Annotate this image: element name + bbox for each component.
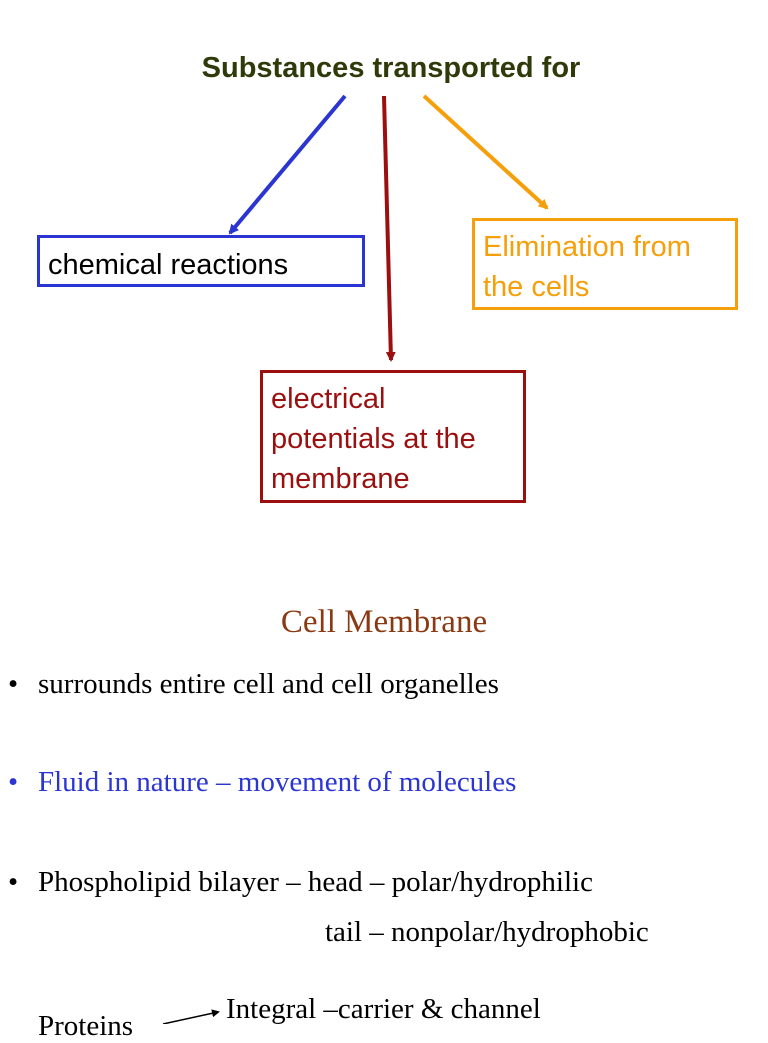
box-chemical-text: chemical reactions xyxy=(48,249,289,281)
arrow-proteins-integral xyxy=(162,1009,220,1024)
box-elimination-line-2: the cells xyxy=(483,271,590,303)
bullet-item-2: • Fluid in nature – movement of molecules xyxy=(8,766,516,799)
bullet-glyph: • xyxy=(8,766,19,798)
box-chemical-reactions: chemical reactions xyxy=(37,235,365,287)
arrow-to-electrical xyxy=(382,95,396,362)
bullet-text: Fluid in nature – movement of molecules xyxy=(38,766,517,798)
section-title: Cell Membrane xyxy=(280,604,488,640)
bullet-glyph: • xyxy=(8,668,19,700)
arrow-to-chemical xyxy=(228,94,347,235)
arrow-to-elimination xyxy=(422,94,549,210)
diagram-title: Substances transported for xyxy=(201,52,581,84)
box-elimination: Elimination from the cells xyxy=(472,218,738,310)
bullet-continuation: tail – nonpolar/hydrophobic xyxy=(325,916,649,948)
proteins-integral: Integral –carrier & channel xyxy=(226,993,541,1025)
bullet-text: surrounds entire cell and cell organelle… xyxy=(38,668,499,700)
bullet-glyph: • xyxy=(8,866,19,898)
bullet-text: Phospholipid bilayer – head – polar/hydr… xyxy=(38,866,593,898)
box-electrical-line-1: electrical xyxy=(271,383,386,415)
bullet-item-1: • surrounds entire cell and cell organell… xyxy=(8,668,499,701)
box-electrical-potentials: electrical potentials at the membrane xyxy=(260,370,526,503)
box-elimination-line-1: Elimination from xyxy=(483,231,691,263)
bullet-item-3: • Phospholipid bilayer – head – polar/hyd… xyxy=(8,866,593,899)
box-electrical-line-2: potentials at the xyxy=(271,423,476,455)
proteins-label: Proteins xyxy=(38,1010,134,1042)
box-electrical-line-3: membrane xyxy=(271,463,410,495)
